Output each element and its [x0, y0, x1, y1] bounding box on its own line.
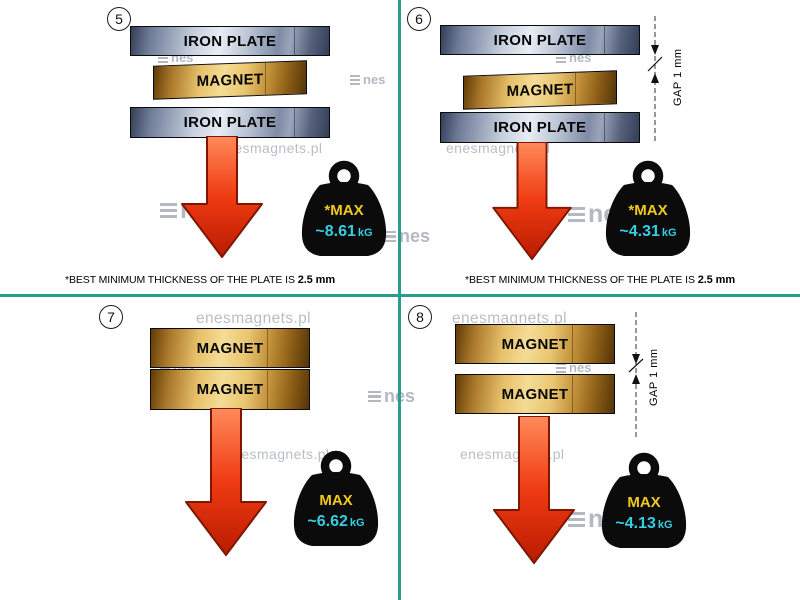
magnet-label: MAGNET: [501, 335, 569, 353]
pull-force-arrow-icon: [180, 407, 272, 563]
iron-plate-top: IRON PLATE: [440, 25, 640, 55]
panel-6: 6 IRON PLATE MAGNET IRON PLATE GAP 1 mm: [400, 0, 800, 300]
kettlebell-icon: [301, 160, 387, 256]
kettlebell-icon: [601, 452, 687, 548]
magnet-label: MAGNET: [196, 339, 264, 357]
magnet-bottom: MAGNET: [455, 374, 615, 414]
max-label: *MAX: [628, 202, 668, 219]
magnet-label: MAGNET: [196, 381, 264, 398]
unit-label: kG: [657, 519, 673, 531]
magnet-label: MAGNET: [506, 80, 574, 100]
horizontal-divider: [0, 294, 800, 297]
enes-logo-watermark: nes: [350, 72, 385, 87]
panel-number-badge: 6: [407, 7, 431, 31]
iron-plate-label: IRON PLATE: [183, 32, 277, 50]
pull-force-arrow-icon: [488, 415, 580, 571]
enes-e-icon: [350, 74, 360, 85]
max-label: MAX: [319, 492, 353, 509]
watermark-site: enesmagnets.pl: [225, 446, 330, 462]
gap-dimension-lines: [645, 16, 671, 151]
gap-label: GAP 1 mm: [672, 48, 684, 107]
panel-number-badge: 7: [99, 305, 123, 329]
enes-e-icon: [383, 230, 396, 243]
max-label: *MAX: [324, 202, 364, 219]
enes-e-icon: [368, 390, 381, 403]
unit-label: kG: [357, 227, 373, 239]
panel-5: 5 IRON PLATE MAGNET IRON PLATE *MAX ~8.6…: [0, 0, 400, 300]
watermark-site: enesmagnets.pl: [218, 140, 323, 156]
kettlebell-icon: [293, 450, 379, 546]
iron-plate-label: IRON PLATE: [183, 114, 277, 131]
plate-thickness-footnote: *BEST MINIMUM THICKNESS OF THE PLATE IS …: [65, 274, 335, 286]
enes-e-icon: [160, 202, 177, 219]
pull-force-arrow-icon: [486, 141, 578, 267]
enes-logo-watermark: nes: [383, 226, 430, 247]
magnet-top: MAGNET: [150, 328, 310, 368]
iron-plate-label: IRON PLATE: [493, 31, 587, 49]
magnet: MAGNET: [153, 60, 307, 100]
enes-e-icon: [568, 511, 585, 528]
magnet-bottom: MAGNET: [150, 369, 310, 410]
iron-plate-bottom: IRON PLATE: [130, 107, 330, 138]
magnet-label: MAGNET: [196, 70, 264, 90]
watermark-site: enesmagnets.pl: [452, 310, 568, 327]
kettlebell-icon: [605, 160, 691, 256]
iron-plate-bottom: IRON PLATE: [440, 112, 640, 143]
panel-number-badge: 5: [107, 7, 131, 31]
pull-force-arrow-icon: [176, 135, 268, 265]
watermark-site: enesmagnets.pl: [196, 310, 312, 327]
iron-plate-top: IRON PLATE: [130, 26, 330, 56]
magnet-top: MAGNET: [455, 324, 615, 364]
gap-dimension-lines: [626, 312, 652, 447]
panel-8: 8 MAGNET MAGNET GAP 1 mm MAX: [400, 297, 800, 597]
unit-label: kG: [349, 517, 365, 529]
magnet: MAGNET: [463, 70, 617, 110]
iron-plate-label: IRON PLATE: [493, 119, 587, 136]
vertical-divider: [398, 0, 401, 600]
enes-e-icon: [568, 206, 585, 223]
panel-number-badge: 8: [408, 305, 432, 329]
unit-label: kG: [661, 227, 677, 239]
max-label: MAX: [627, 494, 661, 511]
plate-thickness-footnote: *BEST MINIMUM THICKNESS OF THE PLATE IS …: [465, 274, 735, 286]
gap-label: GAP 1 mm: [648, 348, 660, 407]
magnet-label: MAGNET: [501, 385, 569, 403]
